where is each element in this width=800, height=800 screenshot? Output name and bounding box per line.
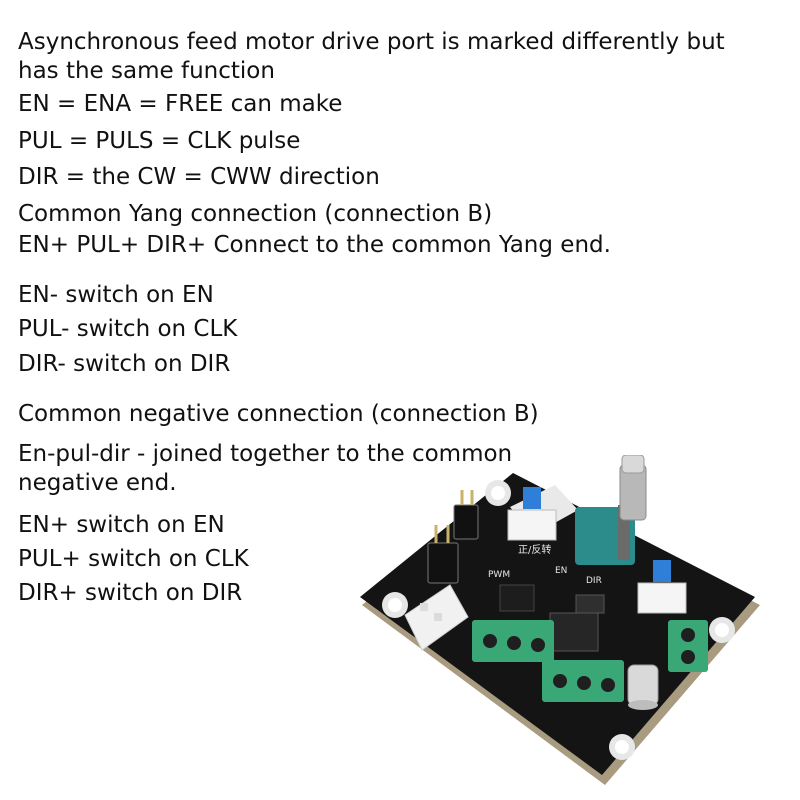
negative-wiring-en: EN+ switch on EN bbox=[18, 512, 225, 538]
terminal-blocks bbox=[472, 620, 708, 702]
negative-wiring-dir: DIR+ switch on DIR bbox=[18, 580, 243, 606]
negative-note-line-2: negative end. bbox=[18, 470, 177, 496]
ic-chips bbox=[499, 584, 605, 652]
silk-label-direction: 正/反转 bbox=[518, 543, 551, 556]
intro-line-1: Asynchronous feed motor drive port is ma… bbox=[18, 29, 725, 55]
yang-wiring-dir: DIR- switch on DIR bbox=[18, 351, 231, 377]
silk-label-en: EN bbox=[555, 566, 567, 576]
common-yang-note: EN+ PUL+ DIR+ Connect to the common Yang… bbox=[18, 232, 611, 258]
motor-driver-board-image: 正/反转 DIR EN PWM bbox=[360, 455, 760, 785]
alias-en: EN = ENA = FREE can make bbox=[18, 91, 343, 117]
common-negative-note: En-pul-dir - joined together to the comm… bbox=[18, 440, 538, 498]
white-connector bbox=[404, 584, 469, 651]
yang-wiring-en: EN- switch on EN bbox=[18, 282, 214, 308]
negative-wiring-pul: PUL+ switch on CLK bbox=[18, 546, 249, 572]
silk-label-dir: DIR bbox=[586, 576, 602, 586]
intro-text: Asynchronous feed motor drive port is ma… bbox=[18, 28, 778, 86]
silk-label-pwm: PWM bbox=[488, 570, 510, 580]
push-button-right bbox=[637, 560, 687, 614]
mounting-holes bbox=[382, 480, 735, 760]
alias-dir: DIR = the CW = CWW direction bbox=[18, 164, 380, 190]
intro-line-2: has the same function bbox=[18, 58, 275, 84]
negative-note-line-1: En-pul-dir - joined together to the comm… bbox=[18, 441, 513, 467]
alias-pul: PUL = PULS = CLK pulse bbox=[18, 128, 301, 154]
potentiometer bbox=[575, 455, 647, 565]
yang-wiring-pul: PUL- switch on CLK bbox=[18, 316, 238, 342]
header-pins bbox=[427, 490, 479, 584]
push-button-left bbox=[507, 485, 578, 541]
capacitor bbox=[627, 664, 659, 710]
common-yang-heading: Common Yang connection (connection B) bbox=[18, 201, 493, 227]
common-negative-heading: Common negative connection (connection B… bbox=[18, 401, 539, 427]
